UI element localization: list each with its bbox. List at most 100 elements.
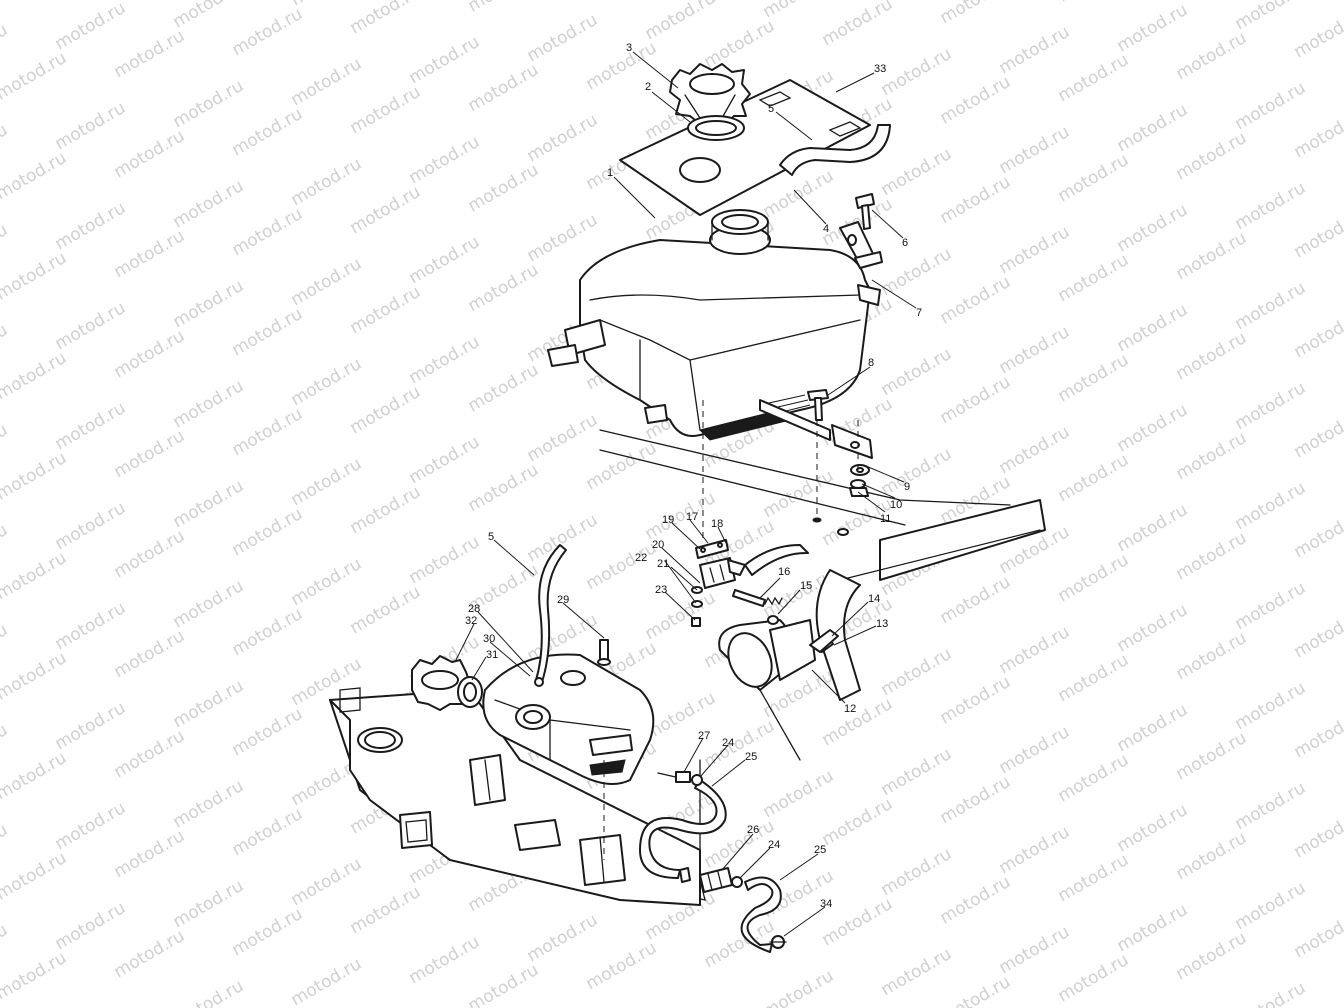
- watermark-text: motod.ru: [1291, 806, 1344, 862]
- watermark-text: motod.ru: [229, 604, 307, 660]
- fuel-tank-main: [547, 239, 881, 441]
- watermark-text: motod.ru: [229, 904, 307, 960]
- callout-24-upper: 24: [722, 737, 734, 749]
- watermark-text: motod.ru: [937, 672, 1015, 728]
- watermark-text: motod.ru: [878, 744, 956, 800]
- watermark-text: motod.ru: [288, 954, 366, 1008]
- watermark-text: motod.ru: [0, 320, 11, 376]
- watermark-text: motod.ru: [288, 554, 366, 610]
- watermark-text: motod.ru: [1055, 450, 1133, 506]
- watermark-text: motod.ru: [1055, 150, 1133, 206]
- watermark-text: motod.ru: [878, 944, 956, 1000]
- watermark-text: motod.ru: [1114, 0, 1192, 56]
- watermark-text: motod.ru: [1114, 300, 1192, 356]
- watermark-text: motod.ru: [583, 538, 661, 594]
- watermark-text: motod.ru: [878, 644, 956, 700]
- watermark-text: motod.ru: [0, 848, 70, 904]
- fuel-line-upper: [744, 544, 809, 576]
- watermark-text: motod.ru: [1114, 600, 1192, 656]
- secondary-tank-filler: [515, 704, 551, 730]
- watermark-text: motod.ru: [229, 404, 307, 460]
- callout-17: 17: [686, 511, 698, 523]
- callout-26: 26: [747, 824, 759, 836]
- callout-25-lower: 25: [814, 844, 826, 856]
- hose-fitting-27: [657, 771, 691, 783]
- callout-12: 12: [844, 703, 856, 715]
- watermark-text: motod.ru: [937, 872, 1015, 928]
- watermark-text: motod.ru: [878, 444, 956, 500]
- watermark-text: motod.ru: [288, 354, 366, 410]
- watermark-text: motod.ru: [1114, 500, 1192, 556]
- watermark-text: motod.ru: [465, 60, 543, 116]
- watermark-text: motod.ru: [0, 148, 70, 204]
- watermark-text: motod.ru: [1291, 706, 1344, 762]
- watermark-text: motod.ru: [878, 44, 956, 100]
- watermark-text: motod.ru: [524, 410, 602, 466]
- callout-14: 14: [868, 593, 880, 605]
- watermark-text: motod.ru: [0, 920, 11, 976]
- watermark-text: motod.ru: [229, 704, 307, 760]
- watermark-text: motod.ru: [937, 772, 1015, 828]
- watermark-text: motod.ru: [288, 254, 366, 310]
- watermark-text: motod.ru: [229, 504, 307, 560]
- frame-main-rail: [459, 429, 1046, 901]
- watermark-text: motod.ru: [1232, 78, 1310, 134]
- watermark-text: motod.ru: [347, 582, 425, 638]
- watermark-text: motod.ru: [819, 694, 897, 750]
- watermark-text: motod.ru: [1055, 0, 1133, 6]
- watermark-text: motod.ru: [0, 448, 70, 504]
- watermark-text: motod.ru: [1114, 100, 1192, 156]
- watermark-text: motod.ru: [1173, 728, 1251, 784]
- watermark-text: motod.ru: [0, 0, 70, 4]
- watermark-text: motod.ru: [996, 222, 1074, 278]
- watermark-text: motod.ru: [1291, 906, 1344, 962]
- callout-5-lower: 5: [488, 531, 494, 543]
- watermark-text: motod.ru: [0, 348, 70, 404]
- watermark-text: motod.ru: [406, 932, 484, 988]
- watermark-text: motod.ru: [819, 794, 897, 850]
- fuel-cap-upper: [669, 63, 751, 125]
- callout-13: 13: [876, 618, 888, 630]
- callout-31: 31: [486, 649, 498, 661]
- watermark-text: motod.ru: [1173, 528, 1251, 584]
- watermark-text: motod.ru: [52, 398, 130, 454]
- watermark-text: motod.ru: [1173, 328, 1251, 384]
- callout-19: 19: [662, 514, 674, 526]
- watermark-text: motod.ru: [347, 182, 425, 238]
- callout-33: 33: [874, 63, 886, 75]
- watermark-text: motod.ru: [996, 122, 1074, 178]
- watermark-text: motod.ru: [465, 360, 543, 416]
- watermark-text: motod.ru: [170, 976, 248, 1008]
- watermark-text: motod.ru: [288, 0, 366, 10]
- watermark-text: motod.ru: [229, 204, 307, 260]
- watermark-text: motod.ru: [288, 454, 366, 510]
- callout-4: 4: [823, 223, 829, 235]
- watermark-text: motod.ru: [170, 676, 248, 732]
- watermark-text: motod.ru: [996, 322, 1074, 378]
- watermark-text: motod.ru: [347, 882, 425, 938]
- watermark-text: motod.ru: [0, 548, 70, 604]
- watermark-text: motod.ru: [1114, 800, 1192, 856]
- hose-clamp-lower: [679, 867, 691, 883]
- callout-2: 2: [645, 81, 651, 93]
- watermark-text: motod.ru: [111, 726, 189, 782]
- callout-34: 34: [820, 898, 832, 910]
- watermark-text: motod.ru: [52, 198, 130, 254]
- watermark-text: motod.ru: [1291, 606, 1344, 662]
- watermark-text: motod.ru: [111, 426, 189, 482]
- valve-spring: [759, 596, 783, 606]
- watermark-text: motod.ru: [229, 4, 307, 60]
- watermark-text: motod.ru: [878, 344, 956, 400]
- watermark-text: motod.ru: [583, 938, 661, 994]
- watermark-text: motod.ru: [347, 482, 425, 538]
- frame-mounting-bracket-right: [579, 834, 626, 886]
- watermark-text: motod.ru: [111, 826, 189, 882]
- watermark-text: motod.ru: [1055, 550, 1133, 606]
- watermark-text: motod.ru: [465, 260, 543, 316]
- watermark-text: motod.ru: [170, 576, 248, 632]
- watermark-text: motod.ru: [1173, 28, 1251, 84]
- watermark-text: motod.ru: [0, 120, 11, 176]
- watermark-text: motod.ru: [1055, 750, 1133, 806]
- hose-clamp-24b: [731, 876, 743, 888]
- washer-9: [850, 464, 870, 476]
